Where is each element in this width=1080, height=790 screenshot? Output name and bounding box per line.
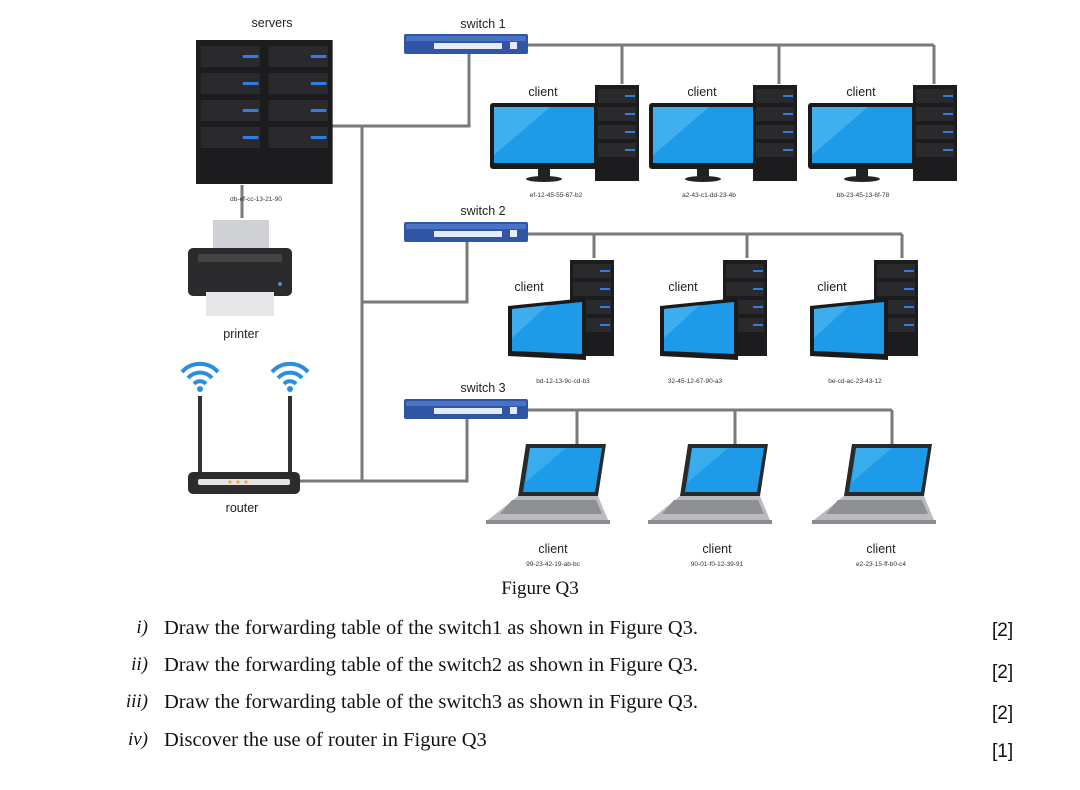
- client-row2-3: [810, 260, 918, 360]
- client-row3-1-label: client: [538, 542, 568, 556]
- client-row1-2: [649, 85, 797, 182]
- client-row1-1-mac: ef-12-45-55-67-b2: [530, 192, 583, 199]
- question-4-number: iv): [127, 729, 148, 750]
- router: [180, 361, 310, 494]
- servers: [196, 40, 333, 184]
- question-2-marks: [2]: [992, 662, 1014, 683]
- client-row1-3: [808, 85, 957, 182]
- client-row3-3-mac: e2-23-15-ff-b0-c4: [856, 561, 906, 568]
- question-1: i) Draw the forwarding table of the swit…: [0, 617, 1080, 647]
- client-row3-3: [812, 444, 936, 524]
- switch-1: [404, 34, 528, 54]
- question-2: ii) Draw the forwarding table of the swi…: [0, 654, 1080, 684]
- client-row2-1-label: client: [514, 280, 544, 294]
- question-3-text: Draw the forwarding table of the switch3…: [164, 691, 699, 713]
- printer: [188, 220, 292, 316]
- switch-2-label: switch 2: [460, 204, 505, 218]
- client-row2-2-mac: 32-45-12-67-90-a3: [668, 378, 723, 385]
- question-3: iii) Draw the forwarding table of the sw…: [0, 691, 1080, 724]
- question-3-number: iii): [125, 691, 148, 712]
- client-row1-2-label: client: [687, 85, 717, 99]
- switch-2: [404, 222, 528, 242]
- cables: [240, 43, 936, 483]
- client-row3-1-mac: 99-23-42-19-ab-bc: [526, 561, 581, 568]
- client-row2-3-mac: be-cd-ac-23-43-12: [828, 378, 882, 385]
- client-row2-1-mac: bd-12-13-9c-cd-b3: [536, 378, 590, 385]
- switch-1-label: switch 1: [460, 17, 505, 31]
- client-row3-2-label: client: [702, 542, 732, 556]
- client-row1-1: [490, 85, 639, 182]
- question-1-marks: [2]: [992, 620, 1014, 641]
- question-2-text: Draw the forwarding table of the switch2…: [164, 654, 699, 676]
- question-4-marks: [1]: [992, 741, 1014, 762]
- client-row3-2-mac: 90-01-f0-12-39-91: [691, 561, 744, 568]
- router-label: router: [226, 501, 259, 515]
- question-2-number: ii): [131, 654, 148, 675]
- switch-3-label: switch 3: [460, 381, 505, 395]
- switch-3: [404, 399, 528, 419]
- client-row1-2-mac: a2-43-c1-dd-23-4b: [682, 192, 736, 199]
- client-row1-3-mac: bb-23-45-13-6f-78: [837, 192, 890, 199]
- client-row1-1-label: client: [528, 85, 558, 99]
- network-diagram: servers db-ef-cc-13-21-90 printer router…: [180, 16, 957, 568]
- client-row3-2: [648, 444, 772, 524]
- question-4: iv) Discover the use of router in Figure…: [0, 729, 1080, 762]
- servers-label: servers: [252, 16, 293, 30]
- client-row2-2-label: client: [668, 280, 698, 294]
- question-1-text: Draw the forwarding table of the switch1…: [164, 617, 699, 639]
- client-row2-1: [508, 260, 614, 360]
- client-row1-3-label: client: [846, 85, 876, 99]
- client-row3-1: [486, 444, 610, 524]
- question-1-number: i): [136, 617, 148, 638]
- printer-label: printer: [223, 327, 258, 341]
- client-row3-3-label: client: [866, 542, 896, 556]
- client-row2-2: [660, 260, 767, 360]
- server-mac: db-ef-cc-13-21-90: [230, 196, 282, 203]
- question-3-marks: [2]: [992, 703, 1014, 724]
- client-row2-3-label: client: [817, 280, 847, 294]
- question-4-text: Discover the use of router in Figure Q3: [164, 729, 487, 751]
- figure-caption: Figure Q3: [501, 578, 579, 599]
